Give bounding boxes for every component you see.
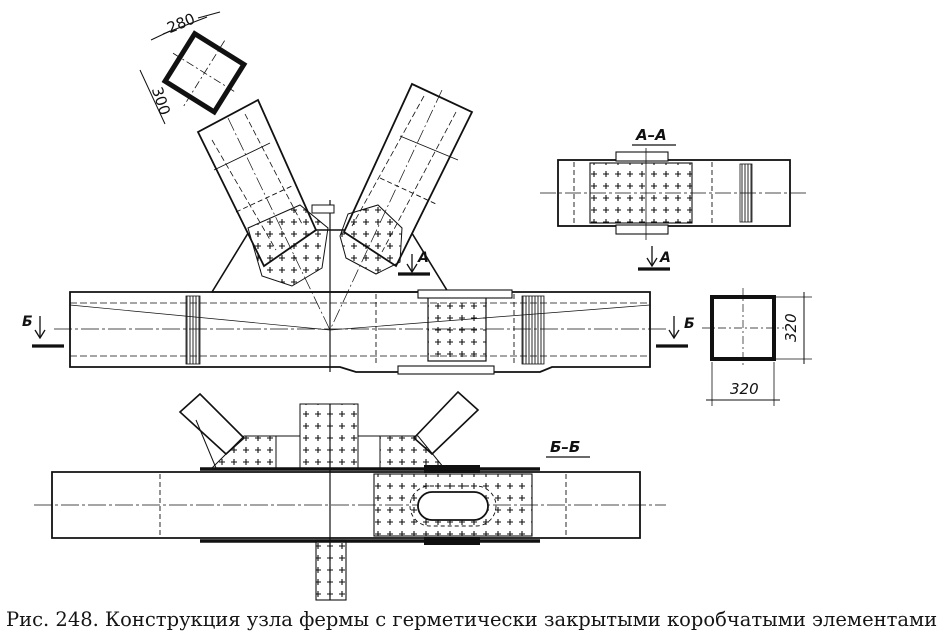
- section-marker-b-right: Б: [656, 316, 695, 348]
- section-marker-b-left: Б: [22, 314, 64, 348]
- truss-node-elevation: А Б Б: [22, 82, 695, 375]
- section-marker-a-left: А: [398, 250, 430, 276]
- brace-cross-section: 280 300: [139, 10, 248, 125]
- section-marker-a-right: А: [638, 246, 671, 271]
- svg-text:Б: Б: [684, 316, 695, 332]
- section-b-b: Б–Б: [34, 390, 666, 601]
- top-chord-elevation: [54, 289, 668, 375]
- chord-cross-section: 320 320: [702, 288, 812, 406]
- dimension-line-300: [139, 69, 166, 125]
- svg-text:Б: Б: [22, 314, 33, 330]
- dimension-320-horizontal: 320: [730, 380, 759, 398]
- plan-braces: [178, 390, 480, 600]
- left-diagonal-brace: [196, 98, 331, 331]
- section-b-b-title: Б–Б: [550, 438, 580, 456]
- dimension-line-280: [162, 16, 208, 35]
- dimension-300: 300: [148, 85, 174, 118]
- svg-text:А: А: [417, 250, 429, 266]
- figure-caption: Рис. 248. Конструкция узла фермы с герме…: [6, 608, 937, 631]
- dimension-320-vertical: 320: [782, 313, 800, 342]
- truss-node-drawing: 280 300: [22, 10, 812, 601]
- section-a-a: А–А А: [540, 126, 808, 271]
- section-a-a-title: А–А: [635, 126, 667, 144]
- svg-text:А: А: [659, 250, 671, 266]
- right-diagonal-brace: [329, 82, 474, 331]
- chord-splice-plate: [427, 296, 487, 362]
